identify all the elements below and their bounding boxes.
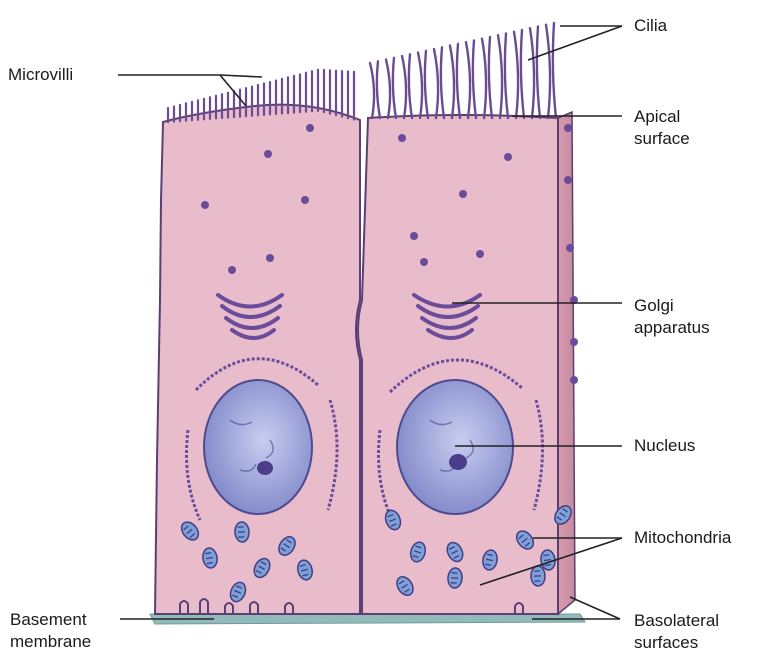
vesicle-dot: [306, 124, 314, 132]
cilium: [553, 23, 556, 118]
leader-microvilli-a: [220, 75, 262, 77]
vesicle-dot: [228, 266, 236, 274]
cilia-group: [370, 23, 556, 118]
vesicle-dot: [476, 250, 484, 258]
mitochondrion: [447, 568, 462, 589]
vesicle-dot: [201, 201, 209, 209]
label-apical-line2: surface: [634, 128, 690, 150]
mitochondrion: [234, 522, 249, 543]
label-basolateral-line2: surfaces: [634, 632, 719, 654]
vesicle-dot: [459, 190, 467, 198]
cilium: [402, 56, 406, 118]
label-basement-line2: membrane: [10, 631, 91, 653]
cilium: [441, 47, 444, 118]
cilium: [370, 63, 374, 118]
label-golgi-apparatus: Golgi apparatus: [634, 295, 710, 339]
vesicle-dot: [504, 153, 512, 161]
cilium: [450, 46, 454, 118]
mitochondrion: [531, 566, 546, 586]
label-basolateral-line1: Basolateral: [634, 610, 719, 632]
cilium: [425, 51, 428, 118]
nucleolus-left: [257, 461, 273, 475]
vesicle-dot: [266, 254, 274, 262]
cilium: [393, 58, 396, 118]
vesicle-dot: [410, 232, 418, 240]
label-basement-line1: Basement: [10, 609, 91, 631]
cilium: [498, 35, 502, 118]
cilium: [457, 44, 460, 118]
vesicle-dot: [570, 338, 578, 346]
nucleolus-right: [449, 454, 467, 470]
cilium: [489, 37, 492, 118]
basement-membrane-shape: [150, 614, 585, 624]
vesicle-dot: [398, 134, 406, 142]
label-nucleus: Nucleus: [634, 435, 695, 457]
cilium: [537, 26, 540, 118]
label-golgi-line2: apparatus: [634, 317, 710, 339]
label-basement-membrane: Basement membrane: [10, 609, 91, 653]
cilium: [409, 54, 412, 118]
vesicle-dot: [564, 176, 572, 184]
cilium: [473, 40, 476, 118]
label-apical-surface: Apical surface: [634, 106, 690, 150]
cilium: [521, 30, 524, 118]
cilium: [530, 28, 534, 118]
nucleus-right: [397, 380, 513, 514]
cilium: [514, 32, 518, 118]
label-mitochondria: Mitochondria: [634, 527, 731, 549]
vesicle-dot: [564, 124, 572, 132]
label-cilia: Cilia: [634, 15, 667, 37]
cilium: [386, 60, 390, 118]
cilium: [466, 42, 470, 118]
cilium: [482, 39, 486, 118]
nucleus-left: [204, 380, 312, 514]
vesicle-dot: [264, 150, 272, 158]
label-microvilli: Microvilli: [8, 64, 73, 86]
label-apical-line1: Apical: [634, 106, 690, 128]
vesicle-dot: [420, 258, 428, 266]
cilium: [546, 25, 550, 118]
cilium: [377, 61, 380, 118]
vesicle-dot: [570, 376, 578, 384]
vesicle-dot: [301, 196, 309, 204]
label-basolateral-surfaces: Basolateral surfaces: [634, 610, 719, 654]
leader-cilia-b: [528, 26, 622, 60]
cilium: [434, 49, 438, 118]
vesicle-dot: [566, 244, 574, 252]
label-golgi-line1: Golgi: [634, 295, 710, 317]
cilium: [418, 53, 422, 118]
cilium: [505, 33, 508, 118]
